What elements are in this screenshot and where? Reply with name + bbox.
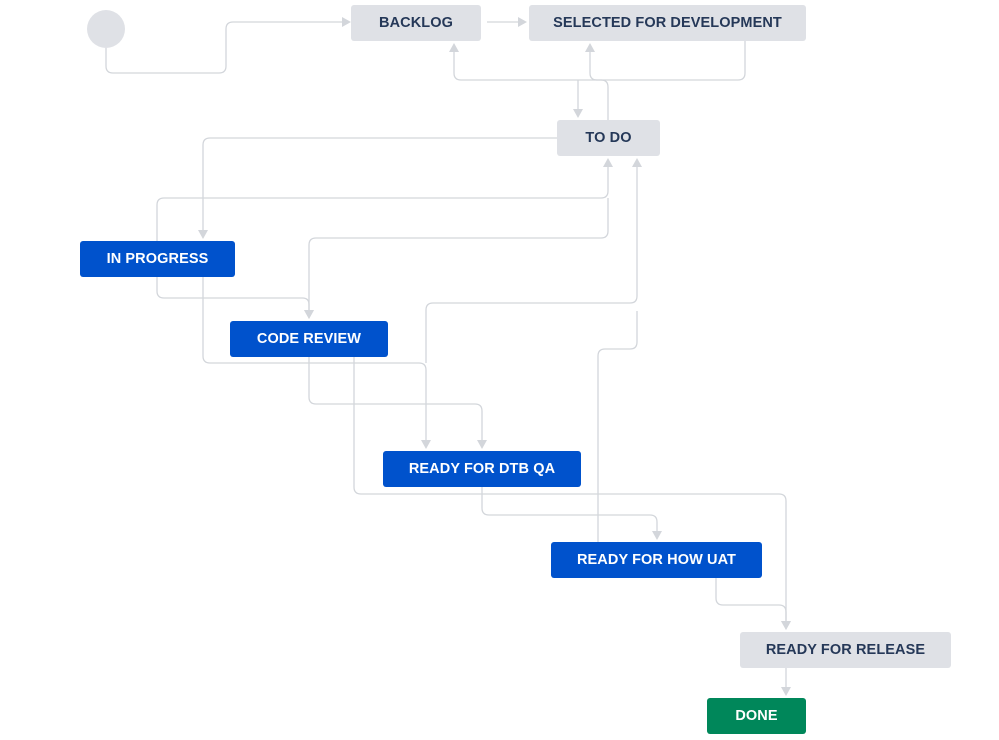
transition-code-review-to-dtb-qa-arrowhead — [477, 440, 487, 449]
transition-in-progress-to-todo-arrowhead — [603, 158, 613, 167]
status-ready-for-dtb-qa[interactable]: READY FOR DTB QA — [383, 451, 581, 487]
transition-how-uat-to-todo — [597, 311, 638, 542]
transition-dtb-qa-to-how-uat — [481, 487, 658, 532]
transition-start-to-backlog — [105, 21, 343, 74]
transition-how-uat-to-release — [715, 578, 787, 622]
transition-to-dtb-qa-from-todo — [425, 166, 638, 363]
status-ready-for-release[interactable]: READY FOR RELEASE — [740, 632, 951, 668]
status-done[interactable]: DONE — [707, 698, 806, 734]
transition-to-selected-arrowhead — [585, 43, 595, 52]
status-selected-for-development[interactable]: SELECTED FOR DEVELOPMENT — [529, 5, 806, 41]
transition-todo-to-in-progress-arrowhead — [198, 230, 208, 239]
transition-how-uat-to-release-arrowhead — [781, 621, 791, 630]
transition-todo-to-code-review — [308, 198, 609, 311]
transition-dtb-qa-to-how-uat-arrowhead — [652, 531, 662, 540]
status-backlog[interactable]: BACKLOG — [351, 5, 481, 41]
transition-start-to-backlog-arrowhead — [342, 17, 351, 27]
transition-in-progress-to-dtb-qa — [202, 277, 427, 441]
transition-to-dtb-qa-from-todo-arrowhead — [632, 158, 642, 167]
transition-code-review-to-release — [353, 357, 787, 622]
start-node[interactable] — [87, 10, 125, 48]
transition-in-progress-to-code-review — [156, 277, 310, 311]
transition-to-todo-arrowhead — [573, 109, 583, 118]
status-code-review[interactable]: CODE REVIEW — [230, 321, 388, 357]
status-in-progress[interactable]: IN PROGRESS — [80, 241, 235, 277]
status-to-do[interactable]: TO DO — [557, 120, 660, 156]
transition-backlog-to-selected-arrowhead — [518, 17, 527, 27]
transition-in-progress-to-dtb-qa-arrowhead — [421, 440, 431, 449]
transition-release-to-done-arrowhead — [781, 687, 791, 696]
status-ready-for-how-uat[interactable]: READY FOR HOW UAT — [551, 542, 762, 578]
transition-to-selected — [589, 51, 609, 120]
transition-code-review-to-dtb-qa — [308, 357, 483, 441]
transition-in-progress-to-todo — [156, 166, 609, 241]
transition-todo-to-in-progress — [202, 137, 557, 231]
transition-selected-to-backlog-arrowhead — [449, 43, 459, 52]
transition-selected-to-backlog — [453, 41, 746, 81]
transition-in-progress-to-code-review-arrowhead — [304, 310, 314, 319]
